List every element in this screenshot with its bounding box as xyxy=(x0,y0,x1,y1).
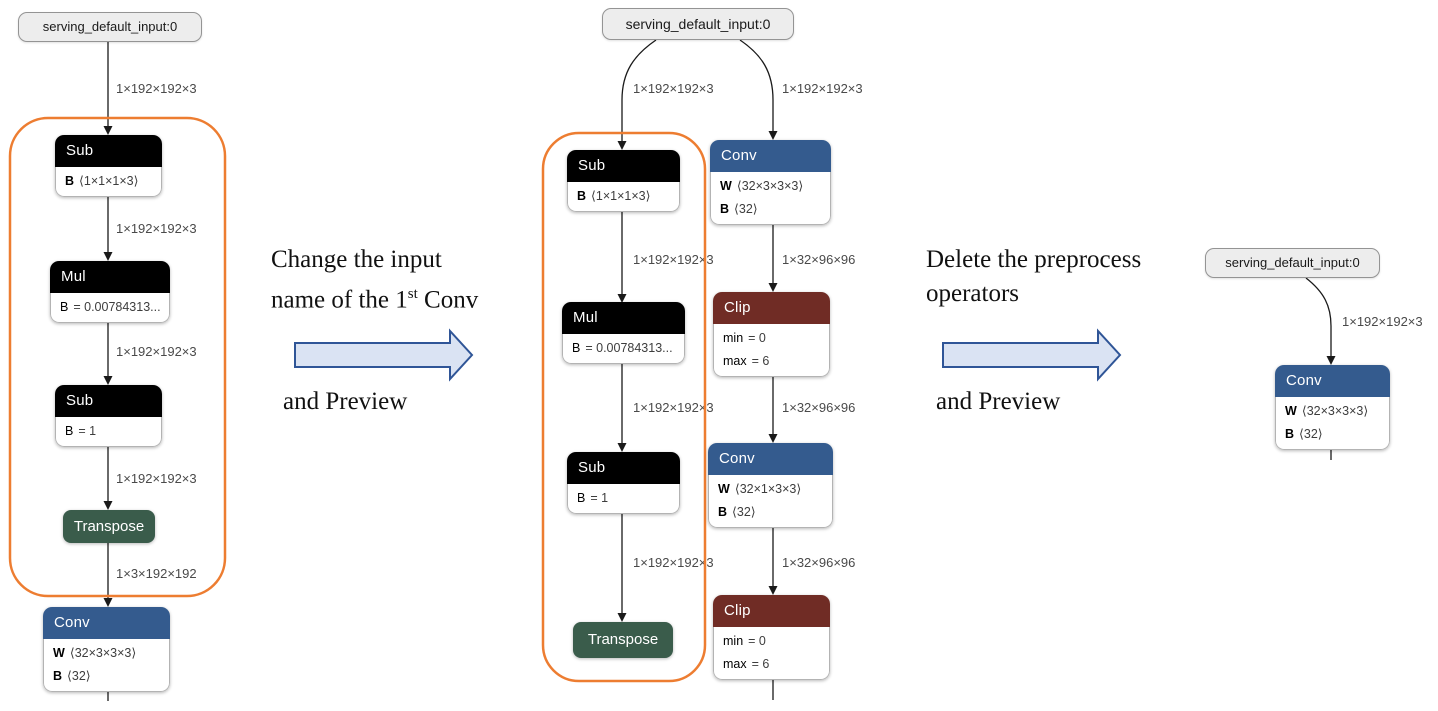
node-attrs: B= 0.00784313... xyxy=(562,334,685,364)
node-attrs: min= 0 max= 6 xyxy=(713,324,830,377)
annotation-preview-2: and Preview xyxy=(936,388,1061,415)
node-header: Conv xyxy=(708,443,833,475)
annotation-step-2: Delete the preprocess operators xyxy=(926,243,1141,311)
annotation-step-1: Change the input name of the 1st Conv xyxy=(271,243,478,317)
node-title: Sub xyxy=(578,157,606,174)
node-title: Mul xyxy=(573,309,598,326)
node-attrs: B= 0.00784313... xyxy=(50,293,170,323)
node-header: Clip xyxy=(713,292,830,324)
node-sub[interactable]: Sub B⟨1×1×1×3⟩ xyxy=(55,135,162,197)
node-header: Mul xyxy=(562,302,685,334)
node-title: Sub xyxy=(578,459,606,476)
node-attrs: W⟨32×3×3×3⟩ B⟨32⟩ xyxy=(710,172,831,225)
edge-label: 1×32×96×96 xyxy=(782,252,856,267)
node-header: Clip xyxy=(713,595,830,627)
node-header: Conv xyxy=(710,140,831,172)
node-sub[interactable]: Sub B= 1 xyxy=(567,452,680,514)
node-attrs: B⟨1×1×1×3⟩ xyxy=(567,182,680,212)
edge-label: 1×32×96×96 xyxy=(782,555,856,570)
node-mul[interactable]: Mul B= 0.00784313... xyxy=(562,302,685,364)
node-header: Sub xyxy=(55,135,162,167)
edge-label: 1×192×192×3 xyxy=(116,81,197,96)
node-conv[interactable]: Conv W⟨32×1×3×3⟩ B⟨32⟩ xyxy=(708,443,833,528)
node-title: Sub xyxy=(66,392,94,409)
node-header: Sub xyxy=(55,385,162,417)
node-attrs: B⟨1×1×1×3⟩ xyxy=(55,167,162,197)
input-node[interactable]: serving_default_input:0 xyxy=(18,12,202,42)
node-title: Sub xyxy=(66,142,94,159)
node-attrs: W⟨32×3×3×3⟩ B⟨32⟩ xyxy=(43,639,170,692)
node-attrs: B= 1 xyxy=(55,417,162,447)
node-title: Conv xyxy=(721,147,757,164)
annotation-line: Change the input xyxy=(271,246,442,273)
node-clip[interactable]: Clip min= 0 max= 6 xyxy=(713,292,830,377)
edge-label: 1×192×192×3 xyxy=(1342,314,1423,329)
node-header: Sub xyxy=(567,452,680,484)
input-node[interactable]: serving_default_input:0 xyxy=(1205,248,1380,278)
annotation-line: Delete the preprocess xyxy=(926,246,1142,273)
node-header: Sub xyxy=(567,150,680,182)
node-title: Conv xyxy=(1286,372,1322,389)
node-transpose[interactable]: Transpose xyxy=(573,622,673,658)
node-title: Conv xyxy=(719,450,755,467)
annotation-preview-1: and Preview xyxy=(283,388,408,415)
node-title: Clip xyxy=(724,602,751,619)
node-conv[interactable]: Conv W⟨32×3×3×3⟩ B⟨32⟩ xyxy=(43,607,170,692)
node-conv[interactable]: Conv W⟨32×3×3×3⟩ B⟨32⟩ xyxy=(710,140,831,225)
node-title: Clip xyxy=(724,299,751,316)
node-header: Conv xyxy=(1275,365,1390,397)
node-title: Conv xyxy=(54,614,90,631)
edge-label: 1×32×96×96 xyxy=(782,400,856,415)
input-node[interactable]: serving_default_input:0 xyxy=(602,8,794,40)
annotation-line: name of the 1st Conv xyxy=(271,286,479,314)
node-sub[interactable]: Sub B= 1 xyxy=(55,385,162,447)
node-sub[interactable]: Sub B⟨1×1×1×3⟩ xyxy=(567,150,680,212)
edge-label: 1×192×192×3 xyxy=(782,81,863,96)
annotation-line: operators xyxy=(926,280,1020,307)
node-attrs: W⟨32×3×3×3⟩ B⟨32⟩ xyxy=(1275,397,1390,450)
node-header: Mul xyxy=(50,261,170,293)
node-attrs: B= 1 xyxy=(567,484,680,514)
node-attrs: W⟨32×1×3×3⟩ B⟨32⟩ xyxy=(708,475,833,528)
node-header: Conv xyxy=(43,607,170,639)
node-attrs: min= 0 max= 6 xyxy=(713,627,830,680)
node-conv[interactable]: Conv W⟨32×3×3×3⟩ B⟨32⟩ xyxy=(1275,365,1390,450)
node-transpose[interactable]: Transpose xyxy=(63,510,155,543)
node-mul[interactable]: Mul B= 0.00784313... xyxy=(50,261,170,323)
node-clip[interactable]: Clip min= 0 max= 6 xyxy=(713,595,830,680)
node-title: Mul xyxy=(61,268,86,285)
